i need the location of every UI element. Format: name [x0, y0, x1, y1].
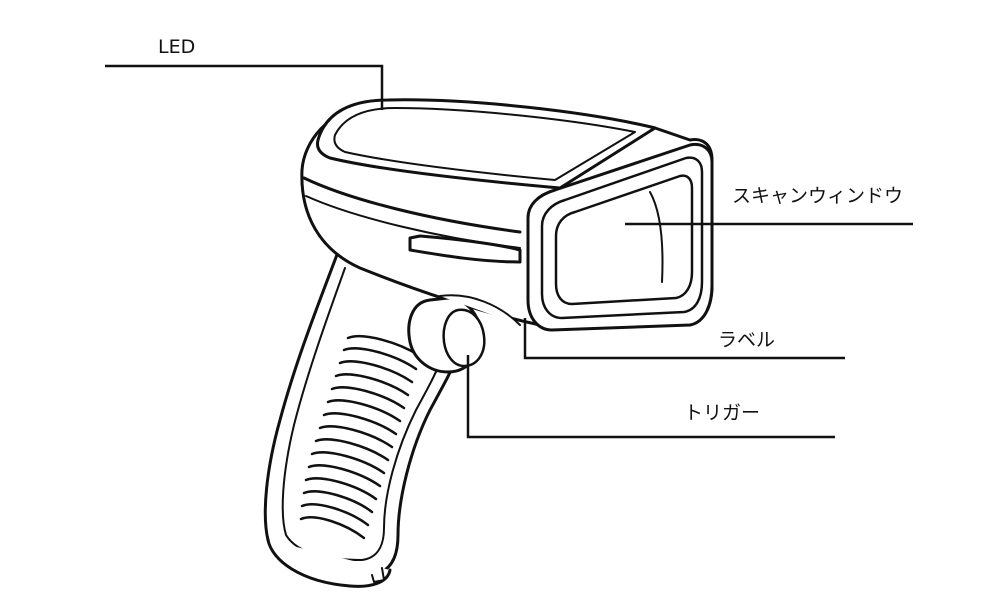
- leader-line-trigger: [466, 355, 835, 439]
- trigger-guard: [439, 294, 521, 326]
- scan-window-highlight: [649, 191, 664, 283]
- grip-ribs: [299, 334, 422, 540]
- callout-label: ラベル: [718, 329, 776, 351]
- scanner-head-ridge: [302, 176, 522, 234]
- callout-led: LED: [158, 36, 196, 58]
- scanner-side-band: [408, 234, 522, 264]
- scanner-handle-contour: [281, 267, 445, 561]
- trigger-button-face: [442, 308, 486, 368]
- scanner-top-cap-inner: [333, 107, 636, 181]
- leader-line-led: [105, 64, 384, 110]
- leader-line-label: [523, 318, 845, 360]
- callout-trigger: トリガー: [684, 402, 761, 424]
- scan-window: [554, 174, 694, 306]
- scanner-base-notch: [371, 567, 385, 583]
- callout-scan-window: スキャンウィンドウ: [732, 185, 904, 207]
